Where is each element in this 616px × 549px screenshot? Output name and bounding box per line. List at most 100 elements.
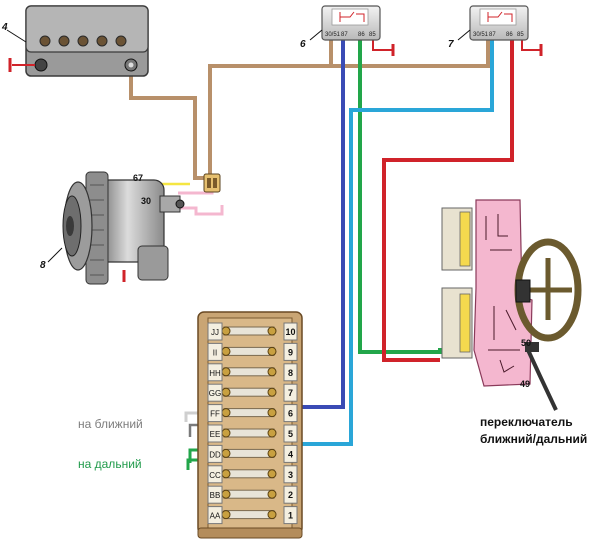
callout-50: 50: [521, 338, 531, 348]
fuse-number: 10: [285, 327, 295, 337]
fuse-contact: [267, 469, 277, 479]
fuse-number-box: [283, 342, 298, 361]
column-switch: 50 49: [441, 199, 582, 411]
fuse-contact: [267, 346, 277, 356]
fuse-letter-box: [207, 404, 223, 423]
fuse: [223, 326, 275, 336]
fuse-letter-box: [207, 363, 223, 382]
wire-brown-battery: [129, 70, 211, 180]
fuse: [223, 346, 275, 356]
lever-icon: [526, 349, 558, 411]
callout-8: 8: [40, 260, 46, 271]
fuse-row: GG 7: [207, 383, 298, 402]
fuse-letter-box: [207, 465, 223, 484]
wire-red: [382, 36, 514, 362]
fuse: [223, 387, 275, 397]
fuse-contact: [221, 469, 231, 479]
fuse-contact: [267, 326, 277, 336]
fuse-letter: EE: [210, 430, 221, 439]
fuse-number: 1: [288, 511, 293, 521]
fuse-contact: [221, 387, 231, 397]
fuse-contact: [221, 510, 231, 520]
fuse-letter: AA: [210, 512, 221, 521]
fuse-number-box: [283, 383, 298, 402]
fuse: [223, 428, 275, 438]
fuse-contact: [267, 510, 277, 520]
relay-7: 30/51 87 86 85: [457, 5, 543, 56]
fuse-letter: GG: [209, 389, 221, 398]
fuse-number-box: [283, 485, 298, 504]
connector-block: [203, 173, 221, 193]
fuse: [223, 448, 275, 458]
callout-6: 6: [300, 39, 306, 50]
fuse-number: 3: [288, 470, 293, 480]
relay-6-pin-30: 30/51: [325, 32, 341, 38]
fuse-letter: BB: [210, 491, 221, 500]
switch-caption: переключатель ближний/дальний: [480, 414, 587, 448]
wires: [129, 36, 540, 470]
wire-cyan: [302, 36, 494, 446]
fuse-contact: [267, 428, 277, 438]
fuse-number: 7: [288, 388, 293, 398]
callout-4: 4: [1, 22, 8, 33]
fuse-contact: [221, 428, 231, 438]
fuse-row: FF 6: [207, 404, 298, 423]
fuse: [223, 408, 275, 418]
callout-49: 49: [520, 379, 530, 389]
relay-7-pin-87: 87: [489, 32, 496, 38]
fuse-letter-box: [207, 342, 223, 361]
relay-6-pin-86: 86: [358, 32, 365, 38]
battery-terminal-negative: [34, 58, 48, 72]
fuse-number: 6: [288, 409, 293, 419]
fuse-contact: [267, 448, 277, 458]
fuse-number-box: [283, 363, 298, 382]
fuse-letter-box: [207, 444, 223, 463]
fuse-number-box: [283, 404, 298, 423]
fuse-row: EE 5: [207, 424, 298, 443]
generator-terminal-30: 30: [141, 196, 151, 206]
fuse: [223, 367, 275, 377]
note-low-beam: на ближний: [78, 417, 143, 431]
fuse-letter: CC: [209, 471, 221, 480]
fuse: [223, 489, 275, 499]
fuse: [223, 469, 275, 479]
fuse-number-box: [283, 424, 298, 443]
fuse-row: JJ 10: [207, 322, 298, 341]
fuse-contact: [221, 326, 231, 336]
fuse-row: DD 4: [207, 444, 298, 463]
generator-terminal-67: 67: [133, 173, 143, 183]
fuse-letter: JJ: [211, 328, 219, 337]
wire-brown-relays: [208, 36, 490, 178]
fuse-number: 5: [288, 429, 293, 439]
fuse-letter-box: [207, 424, 223, 443]
fuse-letter: FF: [210, 410, 220, 419]
relay-7-pin-85: 85: [517, 32, 524, 38]
fuse-contact: [221, 489, 231, 499]
fuse-contact: [221, 448, 231, 458]
relay-7-pin-30: 30/51: [473, 32, 489, 38]
relay-6-pin-85: 85: [369, 32, 376, 38]
fuse-contact: [221, 346, 231, 356]
fuse-letter: DD: [209, 450, 221, 459]
callout-7: 7: [448, 39, 454, 50]
fuse-contact: [267, 408, 277, 418]
fuse-row: AA 1: [207, 506, 298, 525]
fuse-number: 4: [288, 449, 293, 459]
relay-6: 30/51 87 86 85: [309, 5, 395, 56]
fuse-number: 9: [288, 347, 293, 357]
wire-green: [358, 36, 442, 354]
fuse-number-box: [283, 322, 298, 341]
wire-pink-2: [178, 205, 224, 216]
fuse-row: CC 3: [207, 465, 298, 484]
fuse-number-box: [283, 444, 298, 463]
fuse-contact: [267, 367, 277, 377]
fuse-contact: [221, 367, 231, 377]
fuse-number-box: [283, 506, 298, 525]
fuse-number: 8: [288, 368, 293, 378]
battery-cell-caps: [39, 35, 127, 47]
fuse-number-box: [283, 465, 298, 484]
fuse-letter-box: [207, 485, 223, 504]
